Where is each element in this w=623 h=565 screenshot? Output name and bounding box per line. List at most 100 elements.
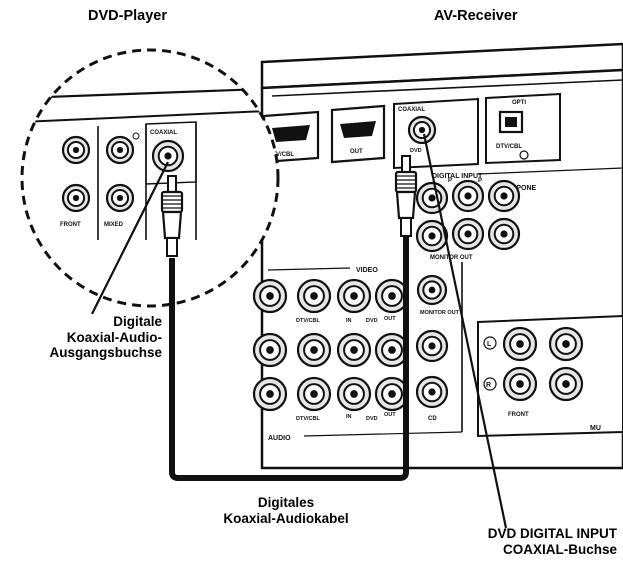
plug-tip [401,155,411,173]
hdmi-label-dtv: DTV/CBL [268,152,294,158]
component-jack [415,181,449,215]
audio-jack-l [296,332,332,368]
component-jack [451,179,485,213]
cable-label: Digitales Koaxial-Audiokabel [196,495,376,526]
video-in-label: IN [346,318,352,324]
front-l-label: L [487,341,492,348]
player-cable-plug [160,175,184,257]
jack-pin [164,152,172,160]
front-jack-l2 [548,326,584,362]
component-heading: COMPONE [500,185,537,192]
player-indicator [132,132,140,140]
output-jack-leader [91,161,169,315]
player-jack [105,183,135,213]
input-jack-leader [422,133,508,529]
jack-pin [116,194,124,202]
monitor-out-label: MONITOR OUT [430,255,473,261]
player-coaxial-label: COAXIAL [150,130,177,136]
component-pb-label: P [448,178,452,184]
jack-pin [350,346,358,354]
audio-rule [303,431,463,437]
input-jack-label-line-2: COAXIAL-Buchse [502,541,617,557]
jack-pin [266,292,274,300]
jack-pin [266,390,274,398]
jack-pin [428,388,436,396]
jack-pin [266,346,274,354]
front-l-marker [483,336,497,350]
av-receiver-panel: DTV/CBL OUT COAXIAL DVD OPTI DTV/CBL DIGITAL I… [252,42,623,470]
cd-label: CD [428,416,437,422]
jack-pin [310,292,318,300]
jack-pin [516,340,524,348]
player-front-label: FRONT [60,222,81,228]
cd-jack-r [415,375,449,409]
input-jack-label: DVD DIGITAL INPUT COAXIAL-Buchse [420,526,617,557]
video-jack [336,278,372,314]
component-jack [451,217,485,251]
plug-collar [160,190,184,214]
input-jack-label-line-1: DVD DIGITAL INPUT [487,526,617,541]
player-coaxial-jack [151,139,185,173]
player-coaxial-box [145,121,197,185]
audio-jack-r [296,376,332,412]
digital-input-rule [477,167,623,175]
component-jack [487,217,521,251]
video-jack [296,278,332,314]
audio-jack-r [252,376,288,412]
audio-jack-l [252,332,288,368]
audio-in-label: IN [346,414,352,420]
jack-pin [500,230,508,238]
multi-label: MU [590,425,601,432]
receiver-coaxial-label: COAXIAL [398,107,425,113]
jack-pin [464,230,472,238]
cd-jack-l [415,329,449,363]
jack-pin [418,126,426,134]
audio-dtv-label: DTV/CBL [296,416,320,422]
jack-pin [428,286,436,294]
hdmi-socket [340,121,376,138]
receiver-optical-label: OPTI [512,100,526,106]
video-out-label: OUT [384,316,396,322]
front-label: FRONT [508,412,529,418]
cable-label-line-2: Koaxial-Audiokabel [223,510,349,526]
jack-pin [428,194,436,202]
component-pr-label: P [478,178,482,184]
jack-pin [428,342,436,350]
hdmi-port [262,110,320,164]
video-dtv-label: DTV/CBL [296,318,320,324]
audio-dvd-label: DVD [366,416,378,422]
hdmi-label-out: OUT [350,149,363,155]
audio-jack-l [336,332,372,368]
output-jack-label-line-1: Digitale [113,314,162,329]
player-panel-edge [22,109,278,123]
receiver-dvd-label: DVD [410,148,422,154]
coaxial-cable-line [169,234,409,481]
cable-label-line-1: Digitales [257,495,315,510]
output-jack-label-line-3: Ausgangsbuchse [49,345,162,361]
receiver-cable-plug [394,155,418,237]
video-dvd-label: DVD [366,318,378,324]
audio-jack-r [336,376,372,412]
plug-collar [394,170,418,194]
front-jack-r [502,366,538,402]
av-receiver-title: AV-Receiver [434,8,518,24]
plug-strain-relief [166,237,178,257]
front-section [477,314,623,438]
plug-tip [167,175,177,193]
hdmi-out-port [330,104,386,164]
optical-port-core [505,117,517,127]
receiver-panel-lip [271,79,623,97]
audio-jack-r [374,376,410,412]
jack-pin [116,146,124,154]
component-jack [487,179,521,213]
leader-lines [91,133,508,529]
jack-pin [464,192,472,200]
jack-pin [562,380,570,388]
output-jack-label: Digitale Koaxial-Audio- Ausgangsbuchse [4,314,162,361]
receiver-coaxial-jack [407,115,437,145]
jack-pin [428,232,436,240]
jack-pin [562,340,570,348]
digital-input-heading: DIGITAL INPUT [432,173,483,180]
